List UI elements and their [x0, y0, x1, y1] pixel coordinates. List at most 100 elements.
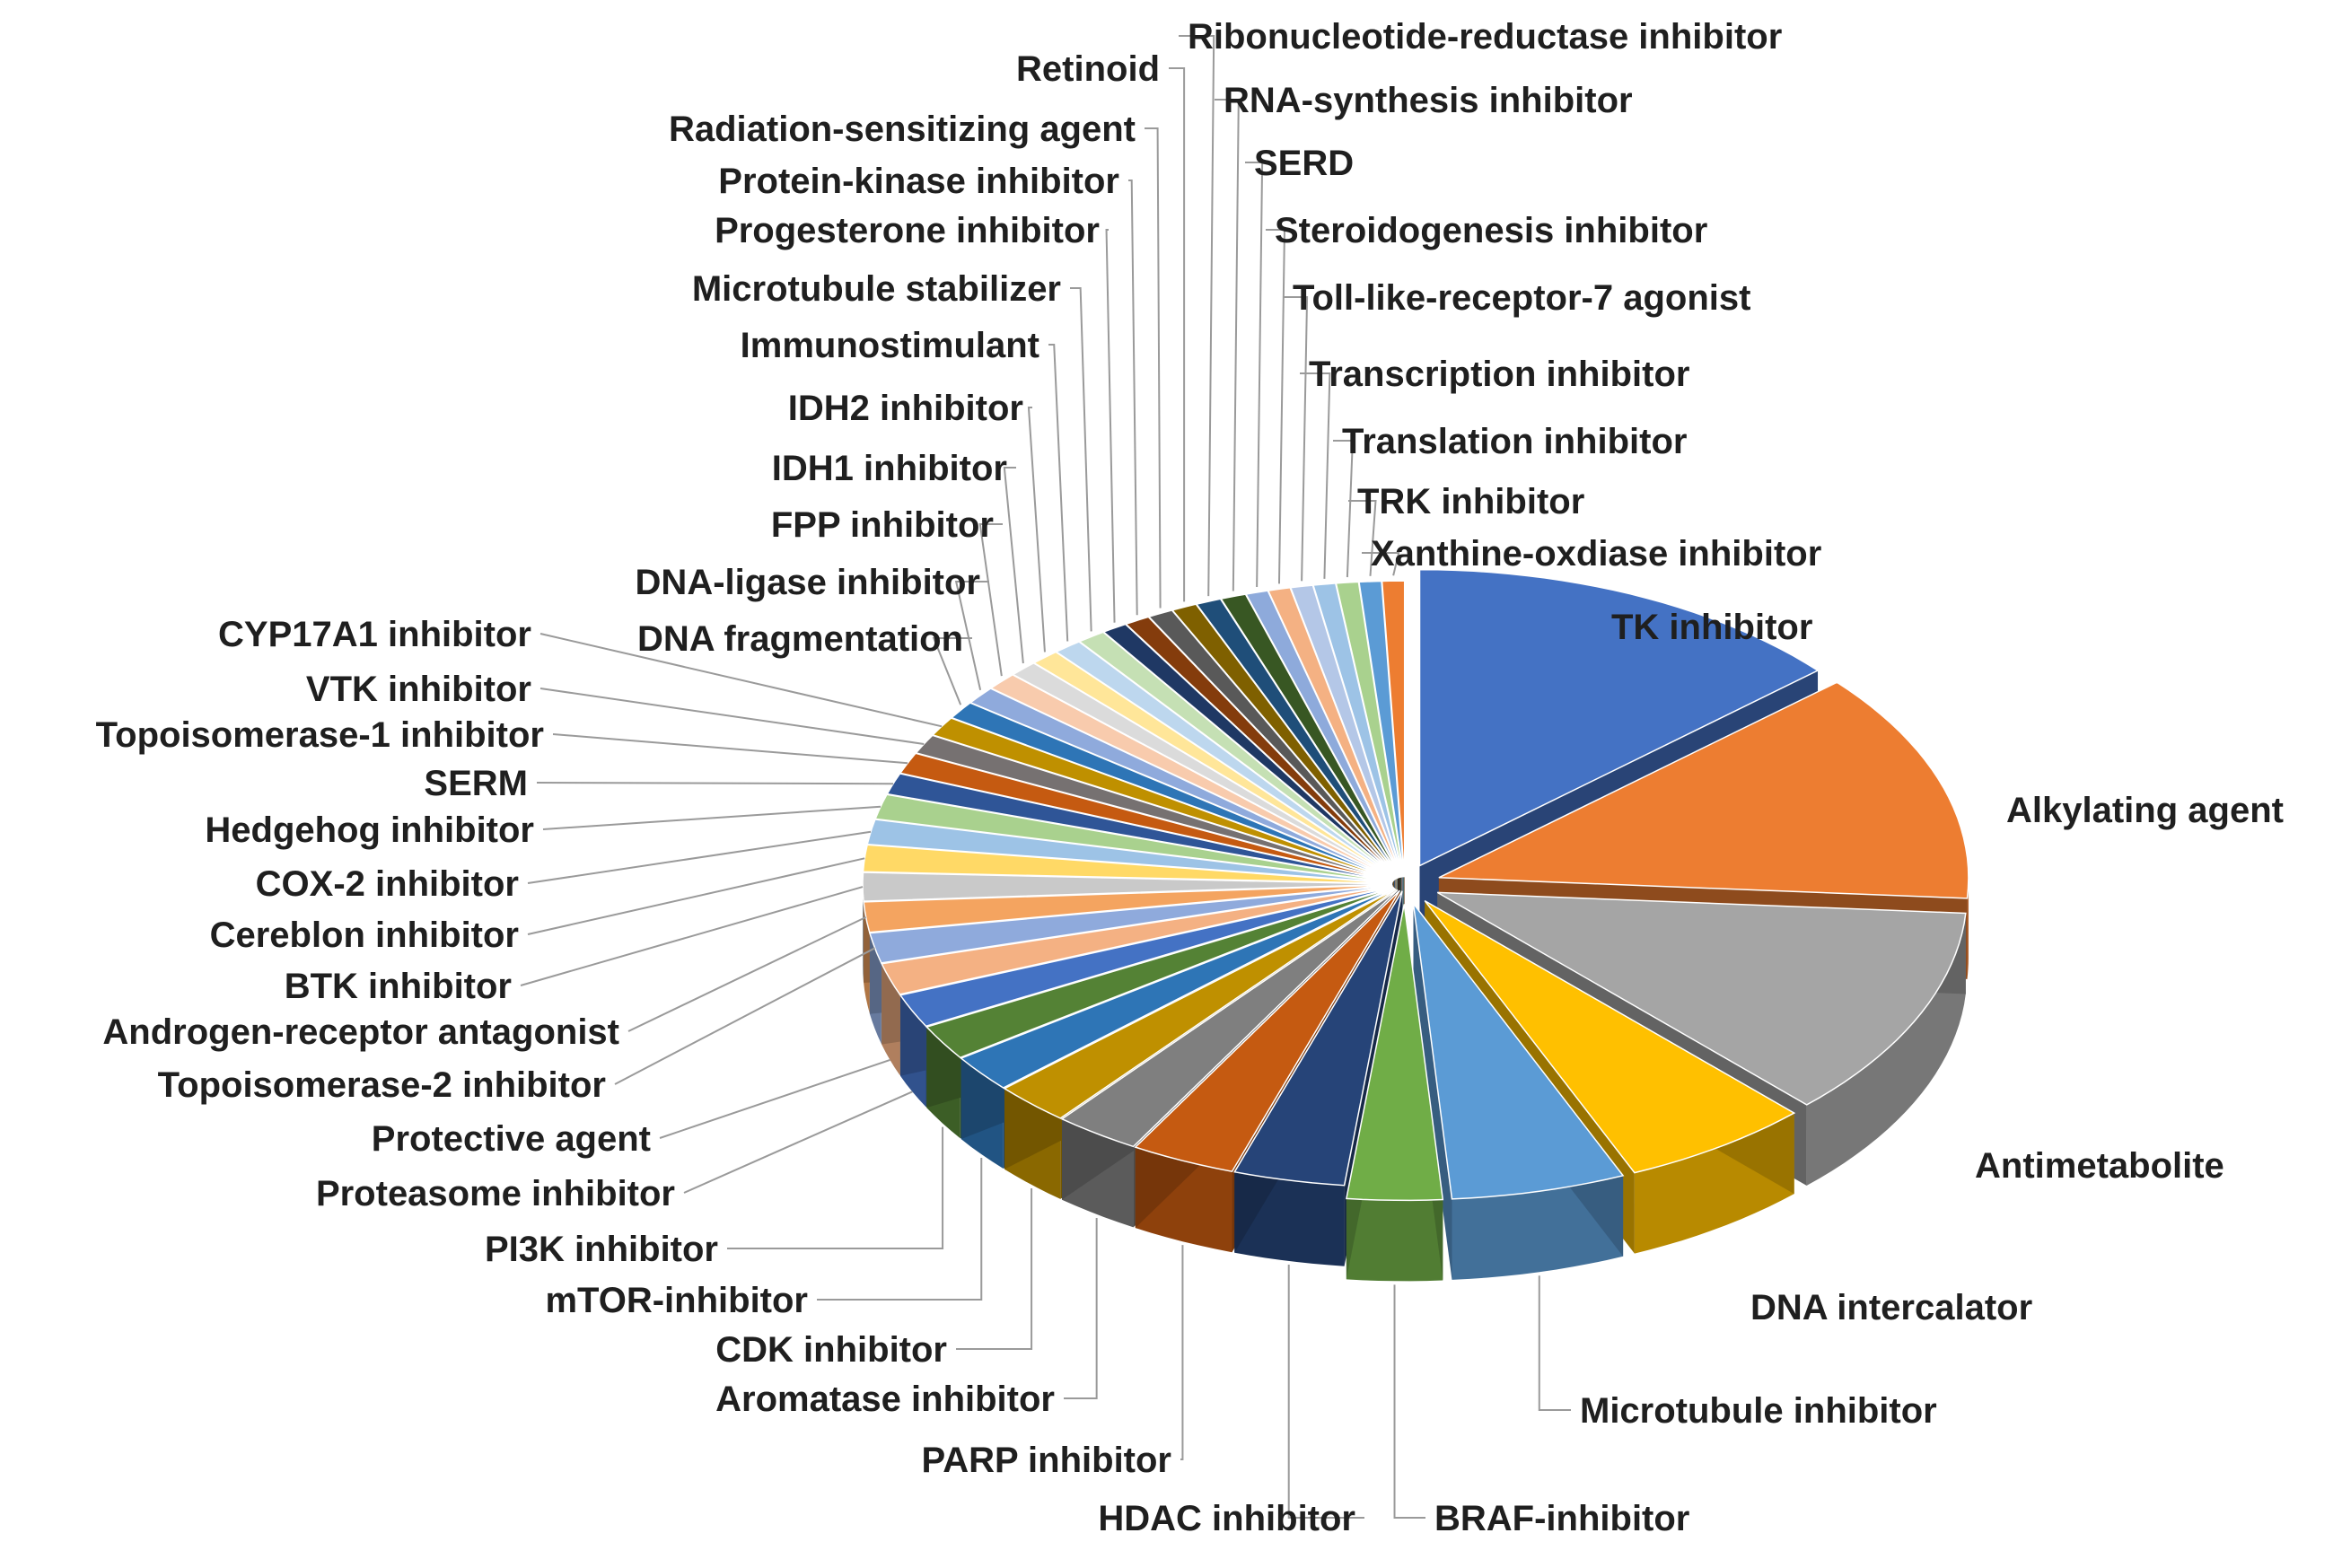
- slice-wall-microtubule-inhibitor-1: [1413, 903, 1452, 1280]
- label-idh1-inhibitor: IDH1 inhibitor: [772, 449, 1007, 488]
- label-hedgehog-inhibitor: Hedgehog inhibitor: [205, 810, 534, 850]
- leader-dna-fragmentation: [932, 637, 972, 705]
- leader-androgen-receptor-antagonist: [627, 915, 867, 1032]
- leader-microtubule-inhibitor: [1538, 1275, 1571, 1411]
- slice-androgen-receptor-antagonist: [863, 884, 1393, 933]
- label-androgen-receptor-antagonist: Androgen-receptor antagonist: [102, 1012, 619, 1052]
- slice-braf-inhibitor: [1345, 904, 1444, 1202]
- leader-dna-ligase-inhibitor: [954, 581, 989, 691]
- slice-microtubule-inhibitor: [1412, 901, 1625, 1200]
- label-dna-intercalator: DNA intercalator: [1750, 1288, 2032, 1327]
- label-dna-ligase-inhibitor: DNA-ligase inhibitor: [636, 563, 980, 602]
- leader-toll-like-receptor-7-agonist: [1284, 296, 1309, 582]
- leader-progesterone-inhibitor: [1105, 229, 1116, 623]
- leader-rna-synthesis-inhibitor: [1215, 99, 1240, 591]
- label-radiation-sensitizing-agent: Radiation-sensitizing agent: [669, 109, 1136, 149]
- label-antimetabolite: Antimetabolite: [1975, 1146, 2224, 1186]
- label-alkylating-agent: Alkylating agent: [2006, 791, 2284, 830]
- leader-aromatase-inhibitor: [1064, 1217, 1098, 1399]
- slice-dna-intercalator: [1424, 899, 1796, 1174]
- slice-xanthine-oxdiase-inhibitor: [1381, 580, 1406, 878]
- label-transcription-inhibitor: Transcription inhibitor: [1309, 355, 1689, 394]
- slice-side-braf-inhibitor: [1346, 1198, 1443, 1282]
- slice-topoisomerase-2-inhibitor: [868, 884, 1393, 964]
- label-dna-fragmentation: DNA fragmentation: [637, 619, 963, 659]
- leader-radiation-sensitizing-agent: [1145, 127, 1162, 609]
- label-cdk-inhibitor: CDK inhibitor: [715, 1330, 947, 1370]
- label-topoisomerase-1-inhibitor: Topoisomerase-1 inhibitor: [96, 715, 544, 755]
- slice-parp-inhibitor: [1134, 889, 1400, 1173]
- label-rna-synthesis-inhibitor: RNA-synthesis inhibitor: [1224, 81, 1633, 120]
- label-immunostimulant: Immunostimulant: [741, 326, 1039, 365]
- label-cox-2-inhibitor: COX-2 inhibitor: [256, 864, 519, 904]
- pie-tops: [862, 568, 1969, 1202]
- leader-idh2-inhibitor: [1027, 407, 1046, 653]
- leader-xanthine-oxdiase-inhibitor: [1362, 552, 1400, 576]
- leader-serm: [536, 782, 894, 785]
- label-cereblon-inhibitor: Cereblon inhibitor: [210, 915, 519, 955]
- leader-parp-inhibitor: [1180, 1245, 1184, 1460]
- label-mtor-inhibitor: mTOR-inhibitor: [545, 1281, 808, 1320]
- leader-vtk-inhibitor: [539, 688, 925, 745]
- slice-hdac-inhibitor: [1233, 890, 1403, 1187]
- label-serd: SERD: [1254, 144, 1354, 183]
- leader-translation-inhibitor: [1333, 440, 1354, 578]
- leader-protective-agent: [659, 1059, 890, 1139]
- leader-steroidogenesis-inhibitor: [1266, 229, 1285, 584]
- leader-cyp17a1-inhibitor: [539, 633, 943, 728]
- leader-proteasome-inhibitor: [683, 1091, 913, 1194]
- label-tk-inhibitor: TK inhibitor: [1611, 608, 1812, 647]
- slice-pi3k-inhibitor: [925, 887, 1395, 1059]
- label-ribonucleotide-reductase-inhibitor: Ribonucleotide-reductase inhibitor: [1188, 17, 1782, 57]
- label-toll-like-receptor-7-agonist: Toll-like-receptor-7 agonist: [1293, 278, 1750, 318]
- leader-hedgehog-inhibitor: [542, 805, 882, 830]
- leader-braf-inhibitor: [1393, 1284, 1425, 1519]
- slice-side-antimetabolite: [1806, 913, 1966, 1186]
- slice-antimetabolite: [1436, 891, 1967, 1106]
- slice-side-alkylating-agent: [1967, 877, 1969, 979]
- leader-mtor-inhibitor: [817, 1157, 983, 1301]
- slice-mtor-inhibitor: [960, 888, 1396, 1089]
- label-serm: SERM: [424, 764, 528, 803]
- label-fpp-inhibitor: FPP inhibitor: [771, 505, 994, 545]
- slice-aromatase-inhibitor: [1060, 889, 1399, 1148]
- leader-cox-2-inhibitor: [527, 830, 872, 884]
- slice-side-microtubule-inhibitor: [1452, 1175, 1624, 1280]
- label-protective-agent: Protective agent: [372, 1119, 651, 1159]
- label-proteasome-inhibitor: Proteasome inhibitor: [316, 1174, 675, 1213]
- label-vtk-inhibitor: VTK inhibitor: [306, 670, 531, 709]
- leader-immunostimulant: [1048, 344, 1069, 642]
- leader-btk-inhibitor: [520, 886, 864, 986]
- label-hdac-inhibitor: HDAC inhibitor: [1098, 1499, 1355, 1538]
- label-topoisomerase-2-inhibitor: Topoisomerase-2 inhibitor: [158, 1065, 606, 1105]
- label-idh2-inhibitor: IDH2 inhibitor: [788, 389, 1023, 428]
- slice-tk-inhibitor: [1418, 568, 1820, 867]
- leader-microtubule-stabilizer: [1070, 287, 1092, 632]
- leader-trk-inhibitor: [1348, 500, 1377, 576]
- leader-cereblon-inhibitor: [527, 857, 865, 935]
- leader-retinoid: [1169, 67, 1186, 602]
- leader-idh1-inhibitor: [1003, 467, 1024, 664]
- label-xanthine-oxdiase-inhibitor: Xanthine-oxdiase inhibitor: [1371, 534, 1821, 574]
- slice-proteasome-inhibitor: [899, 886, 1394, 1028]
- label-progesterone-inhibitor: Progesterone inhibitor: [715, 211, 1100, 250]
- slice-protective-agent: [881, 885, 1393, 995]
- leader-ribonucleotide-reductase-inhibitor: [1179, 35, 1215, 597]
- leader-protein-kinase-inhibitor: [1128, 180, 1138, 616]
- label-retinoid: Retinoid: [1016, 49, 1160, 89]
- label-steroidogenesis-inhibitor: Steroidogenesis inhibitor: [1275, 211, 1707, 250]
- leader-transcription-inhibitor: [1300, 372, 1331, 579]
- slice-alkylating-agent: [1438, 681, 1969, 899]
- label-translation-inhibitor: Translation inhibitor: [1342, 422, 1687, 461]
- label-pi3k-inhibitor: PI3K inhibitor: [485, 1230, 718, 1269]
- label-braf-inhibitor: BRAF-inhibitor: [1434, 1499, 1689, 1538]
- label-microtubule-stabilizer: Microtubule stabilizer: [692, 269, 1061, 309]
- label-aromatase-inhibitor: Aromatase inhibitor: [715, 1380, 1055, 1419]
- slice-cdk-inhibitor: [1003, 889, 1397, 1119]
- leader-cdk-inhibitor: [956, 1187, 1033, 1350]
- label-trk-inhibitor: TRK inhibitor: [1357, 482, 1584, 521]
- leader-serd: [1245, 162, 1264, 588]
